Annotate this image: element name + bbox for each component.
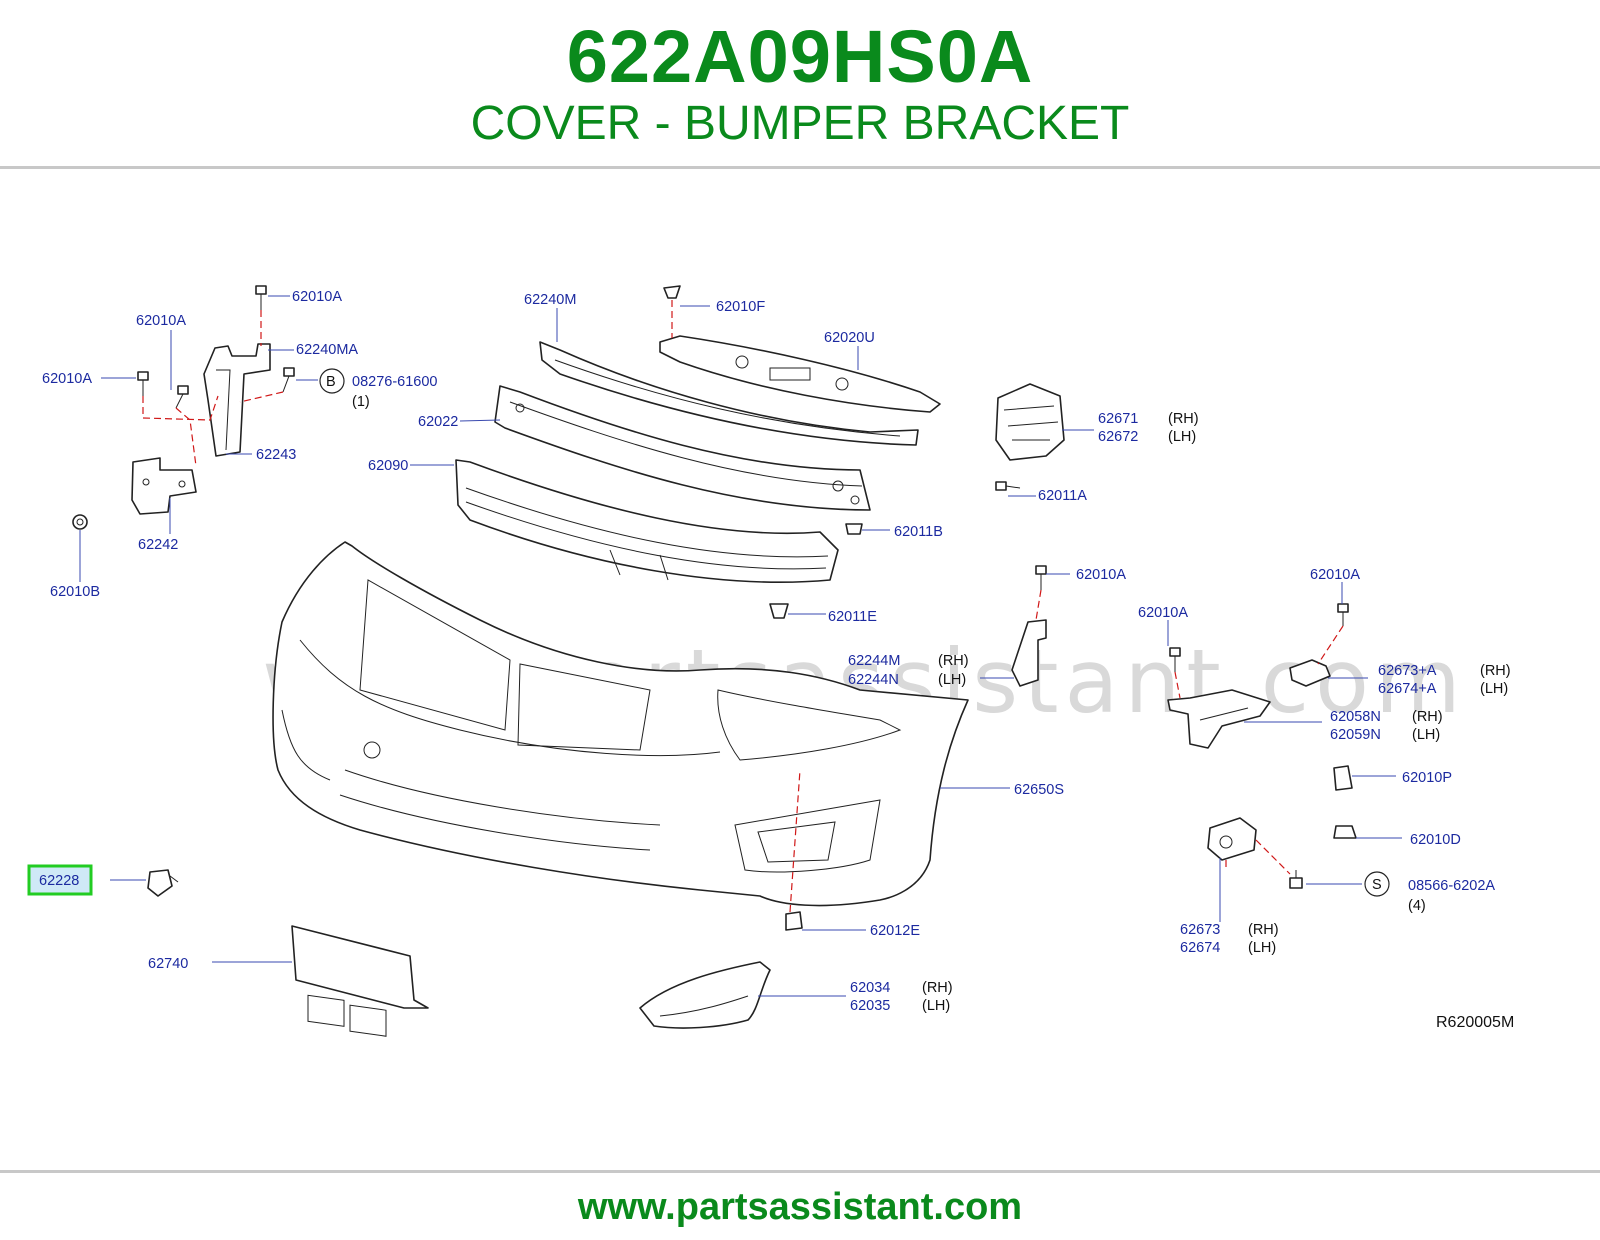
fog-lamp-finisher-shape <box>639 961 771 1029</box>
label-62058N[interactable]: 62058N <box>1330 709 1381 725</box>
side-bracket-shape <box>131 457 197 515</box>
callout-b-letter: B <box>326 374 336 390</box>
label-62011E[interactable]: 62011E <box>828 609 877 625</box>
label-62035[interactable]: 62035 <box>850 998 890 1014</box>
license-plate-bracket-shape <box>291 925 429 1037</box>
diagram-reference-code: R620005M <box>1436 1014 1514 1031</box>
label-62010D[interactable]: 62010D <box>1410 832 1461 848</box>
label-62244N-side: (LH) <box>938 672 966 688</box>
parts-diagram: www.partsassistant.com <box>27 285 1514 1037</box>
label-62673A-side: (RH) <box>1480 663 1511 679</box>
lamp-bracket-shape <box>995 383 1065 461</box>
page-header: 622A09HS0A COVER - BUMPER BRACKET <box>0 0 1600 168</box>
label-62010A-right-mid[interactable]: 62010A <box>1138 605 1188 621</box>
label-62034-side: (RH) <box>922 980 953 996</box>
label-62244M-side: (RH) <box>938 653 969 669</box>
label-62059N[interactable]: 62059N <box>1330 727 1381 743</box>
part-number-title: 622A09HS0A <box>566 15 1034 98</box>
label-62671-side: (RH) <box>1168 411 1199 427</box>
label-62010A-far-right[interactable]: 62010A <box>1310 567 1360 583</box>
energy-absorber-shape <box>455 459 839 583</box>
page-footer: www.partsassistant.com <box>0 1174 1600 1240</box>
label-08276-qty: (1) <box>352 394 370 410</box>
label-62011B[interactable]: 62011B <box>894 524 943 540</box>
label-62673[interactable]: 62673 <box>1180 922 1220 938</box>
label-62010A-right-upper[interactable]: 62010A <box>1076 567 1126 583</box>
label-62010F[interactable]: 62010F <box>716 299 765 315</box>
upper-stay-shape <box>539 341 919 446</box>
small-bracket-shape <box>1289 659 1331 687</box>
label-62671[interactable]: 62671 <box>1098 411 1138 427</box>
part-name-subtitle: COVER - BUMPER BRACKET <box>470 97 1130 150</box>
label-62240M[interactable]: 62240M <box>524 292 576 308</box>
label-62010B[interactable]: 62010B <box>50 584 100 600</box>
leader-lines <box>79 295 1402 997</box>
label-62674A[interactable]: 62674+A <box>1378 681 1437 697</box>
label-62672[interactable]: 62672 <box>1098 429 1138 445</box>
callout-s-letter: S <box>1372 877 1382 893</box>
footer-website-link[interactable]: www.partsassistant.com <box>577 1186 1023 1228</box>
label-62674-side: (LH) <box>1248 940 1276 956</box>
label-62740[interactable]: 62740 <box>148 956 188 972</box>
label-62022[interactable]: 62022 <box>418 414 458 430</box>
fastener-shapes <box>72 285 1357 931</box>
label-08276-61600[interactable]: 08276-61600 <box>352 374 437 390</box>
callout-b-circle <box>319 368 345 394</box>
label-08566-6202A[interactable]: 08566-6202A <box>1408 878 1495 894</box>
sensor-holder-shape <box>1207 817 1257 861</box>
part-labels: 62010A 62010A 62010A 62240MA 08276-61600… <box>39 289 1511 1014</box>
label-62020U[interactable]: 62020U <box>824 330 875 346</box>
right-side-bracket-shape <box>1011 619 1047 687</box>
header-divider <box>0 166 1600 169</box>
label-62243[interactable]: 62243 <box>256 447 296 463</box>
label-62012E[interactable]: 62012E <box>870 923 920 939</box>
footer-divider <box>0 1170 1600 1173</box>
label-62650S[interactable]: 62650S <box>1014 782 1064 798</box>
label-62672-side: (LH) <box>1168 429 1196 445</box>
assembly-lines <box>142 300 1344 913</box>
bumper-side-bracket-shape <box>1167 689 1271 749</box>
label-62035-side: (LH) <box>922 998 950 1014</box>
upper-cover-shape <box>659 335 941 413</box>
label-62059N-side: (LH) <box>1412 727 1440 743</box>
label-62010A-top[interactable]: 62010A <box>292 289 342 305</box>
label-62244N[interactable]: 62244N <box>848 672 899 688</box>
label-62673-side: (RH) <box>1248 922 1279 938</box>
label-62010P[interactable]: 62010P <box>1402 770 1452 786</box>
bracket-cover-shape <box>147 869 179 897</box>
label-08566-qty: (4) <box>1408 898 1426 914</box>
label-62228[interactable]: 62228 <box>39 873 79 889</box>
label-62010A-left-upper[interactable]: 62010A <box>136 313 186 329</box>
label-62242[interactable]: 62242 <box>138 537 178 553</box>
callout-s-circle <box>1364 871 1390 897</box>
label-62674[interactable]: 62674 <box>1180 940 1220 956</box>
label-62673A[interactable]: 62673+A <box>1378 663 1437 679</box>
label-62090[interactable]: 62090 <box>368 458 408 474</box>
left-bracket-shape <box>203 343 271 457</box>
bumper-reinforcement-shape <box>494 385 871 511</box>
highlighted-part-box <box>27 864 93 896</box>
label-62240MA[interactable]: 62240MA <box>296 342 358 358</box>
bumper-cover-shape <box>272 541 969 907</box>
label-62011A[interactable]: 62011A <box>1038 488 1087 504</box>
label-62244M[interactable]: 62244M <box>848 653 900 669</box>
label-62034[interactable]: 62034 <box>850 980 890 996</box>
label-62058N-side: (RH) <box>1412 709 1443 725</box>
label-62674A-side: (LH) <box>1480 681 1508 697</box>
label-62010A-left[interactable]: 62010A <box>42 371 92 387</box>
